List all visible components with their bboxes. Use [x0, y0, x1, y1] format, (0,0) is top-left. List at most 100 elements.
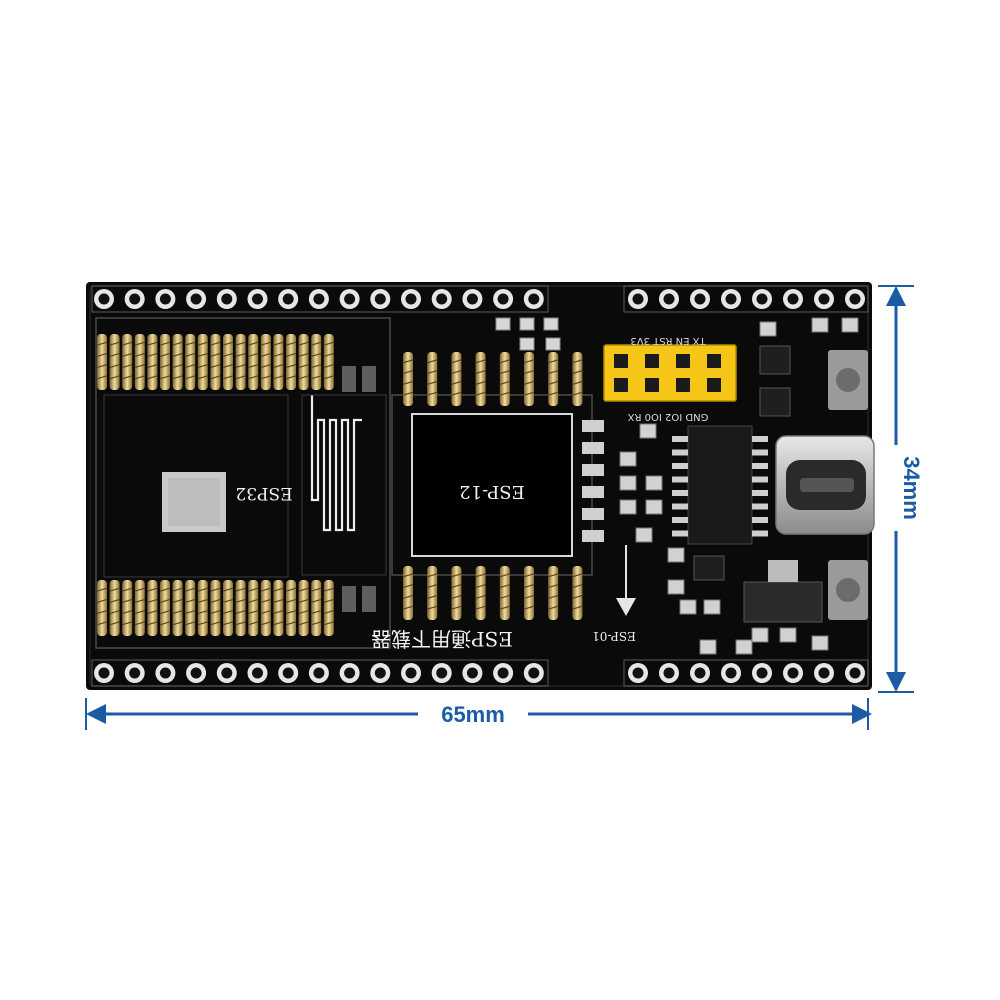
- header-pin-hole: [221, 293, 233, 305]
- ic-pin: [672, 503, 688, 510]
- spring-coil: [222, 375, 234, 380]
- width-label: 65mm: [441, 702, 505, 727]
- spring-coil: [475, 584, 486, 589]
- header-pin-hole: [756, 667, 768, 679]
- spring-coil: [427, 370, 438, 375]
- spring-coil: [499, 380, 510, 385]
- spring-coil: [260, 364, 271, 369]
- spring-coil: [273, 341, 284, 346]
- esp12-side-pad: [582, 530, 604, 542]
- spring-coil: [159, 352, 171, 357]
- spring-coil: [273, 610, 284, 615]
- spring-pins-esp32-top: [96, 334, 334, 390]
- spring-coil: [451, 391, 462, 396]
- spring-coil: [572, 605, 583, 610]
- label-esp01: ESP-01: [592, 629, 636, 643]
- spring-coil: [197, 621, 208, 626]
- spring-coil: [523, 391, 535, 396]
- spring-coil: [273, 587, 284, 592]
- height-arrow-bottom: [886, 672, 906, 692]
- spring-coil: [185, 352, 196, 357]
- esp32-chip-pad-inner: [168, 478, 220, 526]
- spring-coil: [222, 364, 234, 369]
- spring-coil: [122, 352, 133, 357]
- spring-coil: [260, 341, 271, 346]
- antenna-box: [301, 394, 387, 576]
- reset-button-cap: [836, 368, 860, 392]
- ic-pin: [672, 436, 688, 442]
- antenna-trace: [310, 395, 362, 532]
- spring-coil: [222, 587, 234, 592]
- spring-coil: [260, 598, 271, 603]
- spring-coil: [523, 584, 535, 589]
- boot-button-cap: [836, 578, 860, 602]
- spring-coil: [285, 375, 297, 380]
- header-pin-hole: [756, 293, 768, 305]
- pin-header-top-left: [94, 289, 544, 309]
- spring-coil: [122, 364, 133, 369]
- header-pin-hole: [663, 293, 675, 305]
- header-pin-hole: [466, 667, 478, 679]
- spring-coil: [185, 375, 196, 380]
- smd-part: [751, 627, 769, 643]
- ic-pin: [752, 436, 768, 442]
- esp12-side-pad: [582, 508, 604, 520]
- spring-coil: [323, 610, 334, 615]
- header-pin-hole: [694, 293, 706, 305]
- spring-coil: [323, 364, 334, 369]
- smd-part: [667, 579, 685, 595]
- spring-coil: [572, 380, 583, 385]
- smd-part: [519, 317, 535, 331]
- smd-part: [619, 451, 637, 467]
- regulator-tab: [768, 560, 798, 582]
- spring-coil: [109, 610, 120, 615]
- spring-coil: [475, 594, 486, 599]
- spring-coil: [147, 375, 158, 380]
- header-pin-hole: [282, 293, 294, 305]
- spring-coil: [197, 610, 208, 615]
- spring-coil: [109, 364, 120, 369]
- spring-coil: [109, 341, 120, 346]
- spring-coil: [109, 621, 120, 626]
- ic-pin: [752, 517, 768, 523]
- label-title: ESP通用下载器: [371, 627, 513, 651]
- spring-coil: [499, 584, 510, 589]
- spring-coil: [323, 598, 334, 603]
- header-pin-hole: [344, 293, 356, 305]
- spring-coil: [172, 341, 183, 346]
- header-frame-top-right: [623, 285, 869, 313]
- spring-coil: [134, 375, 145, 380]
- spring-coil: [402, 391, 414, 396]
- spring-coil: [159, 341, 171, 346]
- smd-part: [811, 317, 829, 333]
- spring-coil: [210, 587, 221, 592]
- spring-coil: [96, 352, 108, 357]
- spring-coil: [298, 364, 309, 369]
- header-pin-hole: [313, 293, 325, 305]
- header-pin-hole: [663, 667, 675, 679]
- esp12-side-pads: [582, 420, 604, 542]
- spring-coil: [572, 391, 583, 396]
- spring-coil: [185, 598, 196, 603]
- smd-part: [619, 475, 637, 491]
- transistor: [693, 555, 725, 581]
- spring-coil: [210, 598, 221, 603]
- esp01-header-holes: [614, 354, 721, 392]
- spring-coil: [222, 610, 234, 615]
- smd-part: [811, 635, 829, 651]
- spring-coil: [311, 375, 322, 380]
- spring-coil: [122, 598, 133, 603]
- spring-coil: [523, 594, 535, 599]
- esp12-side-pad: [582, 442, 604, 454]
- spring-coil: [499, 605, 510, 610]
- spring-coil: [475, 391, 486, 396]
- pad-marker: [342, 586, 356, 612]
- header-pin-hole: [129, 667, 141, 679]
- spring-coil: [147, 352, 158, 357]
- spring-coil: [109, 587, 120, 592]
- spring-coil: [248, 598, 259, 603]
- spring-coil: [159, 621, 171, 626]
- header-pin-hole: [497, 667, 509, 679]
- spring-coil: [323, 375, 334, 380]
- header-pin-hole: [344, 667, 356, 679]
